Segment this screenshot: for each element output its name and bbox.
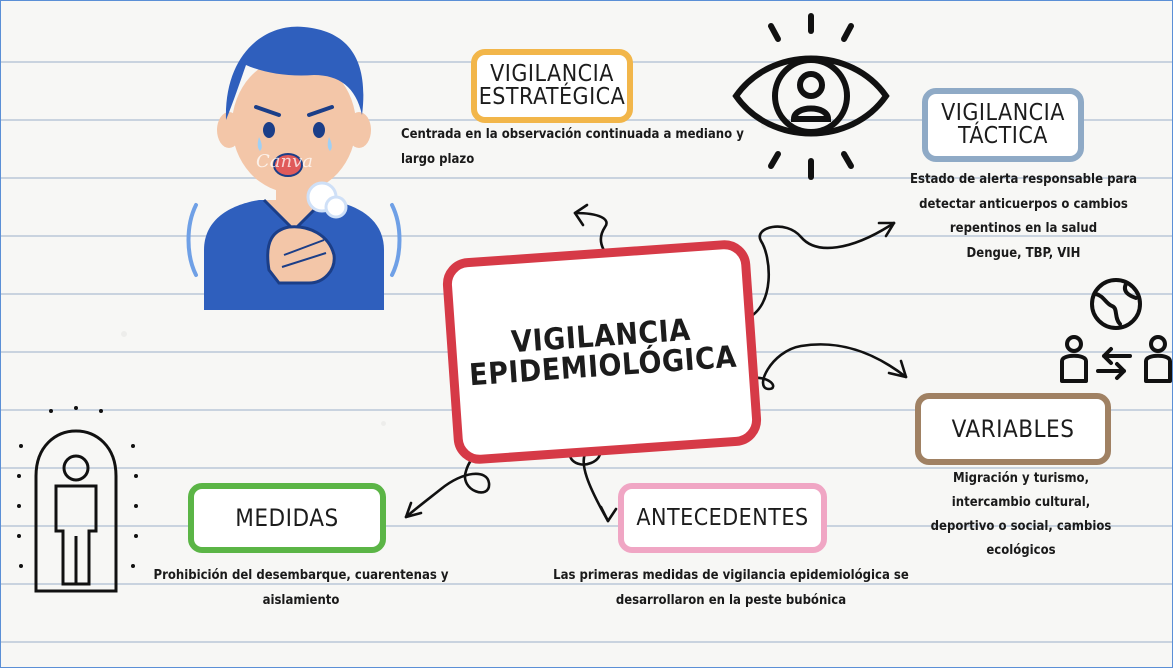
arrow-to-variables: [741, 343, 908, 391]
sick-person-icon: [186, 26, 402, 310]
paper-texture: [121, 331, 127, 337]
center-node: VIGILANCIA EPIDEMIOLÓGICA: [441, 238, 763, 466]
node-tactica: VIGILANCIA TÁCTICA: [922, 88, 1084, 162]
eye-icon: [732, 13, 890, 180]
variables-desc-line4: ecológicos: [986, 543, 1056, 559]
estrategica-description: Centrada en la observación continuada a …: [401, 127, 744, 168]
medidas-desc-line1: Prohibición del desembarque, cuarentenas…: [153, 568, 449, 583]
tactica-desc-line4: Dengue, TBP, VIH: [966, 246, 1081, 262]
medidas-description: Prohibición del desembarque, cuarentenas…: [141, 564, 461, 613]
medidas-title: MEDIDAS: [235, 504, 339, 532]
paper-texture: [381, 421, 386, 426]
node-antecedentes: ANTECEDENTES: [618, 483, 827, 553]
tactica-desc-line1: Estado de alerta responsable para: [909, 172, 1137, 187]
tactica-desc-line2: detectar anticuerpos o cambios: [919, 196, 1128, 212]
node-variables: VARIABLES: [915, 393, 1111, 465]
isolation-person-icon: [17, 406, 138, 593]
node-medidas: MEDIDAS: [188, 483, 386, 553]
variables-desc-line1: Migración y turismo,: [952, 471, 1090, 486]
antecedentes-desc-line1: Las primeras medidas de vigilancia epide…: [553, 568, 909, 583]
antecedentes-title: ANTECEDENTES: [636, 504, 809, 531]
node-estrategica: VIGILANCIA ESTRATÉGICA: [471, 49, 633, 123]
canva-watermark: Canva: [256, 151, 313, 172]
antecedentes-desc-line2: desarrollaron en la peste bubónica: [615, 592, 847, 608]
arrow-to-tactica: [744, 221, 896, 321]
globe-exchange-icon: [1060, 278, 1172, 383]
variables-description: Migración y turismo, intercambio cultura…: [906, 467, 1136, 563]
medidas-desc-line2: aislamiento: [262, 592, 340, 608]
variables-title: VARIABLES: [951, 415, 1075, 443]
estrategica-title-line2: ESTRATÉGICA: [478, 84, 626, 110]
tactica-description: Estado de alerta responsable para detect…: [881, 168, 1166, 267]
tactica-desc-line3: repentinos en la salud: [949, 221, 1098, 237]
variables-desc-line2: intercambio cultural,: [951, 495, 1091, 511]
tactica-title-line1: VIGILANCIA: [941, 100, 1065, 126]
tactica-title-line2: TÁCTICA: [958, 123, 1048, 149]
variables-desc-line3: deportivo o social, cambios: [930, 519, 1112, 535]
antecedentes-description: Las primeras medidas de vigilancia epide…: [541, 564, 921, 613]
estrategica-title-line1: VIGILANCIA: [490, 61, 614, 87]
